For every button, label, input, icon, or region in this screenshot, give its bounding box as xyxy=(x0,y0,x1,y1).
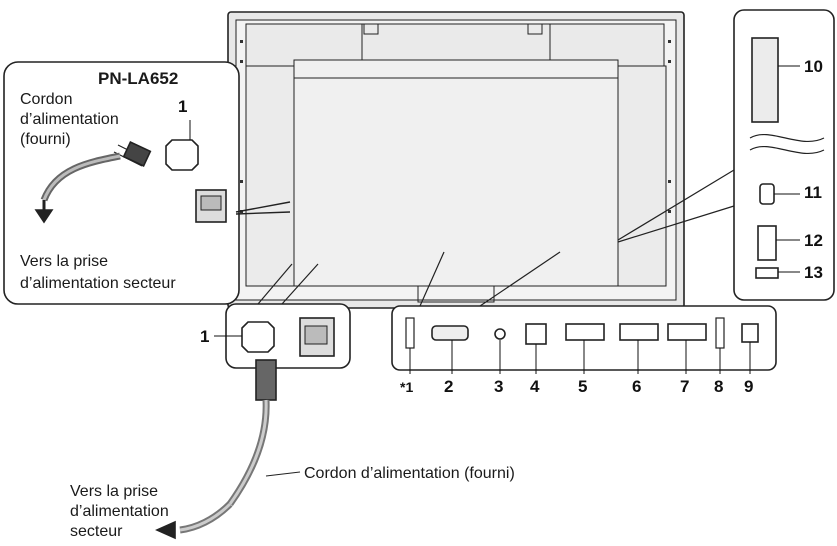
inset-outlet-label-line-2: d’alimentation secteur xyxy=(20,275,176,292)
callout-10: 10 xyxy=(804,57,823,76)
inset-outlet-label-line-1: Vers la prise xyxy=(20,253,108,270)
monitor-rear xyxy=(227,11,685,309)
inset-cord-label-line-1: Cordon xyxy=(20,91,72,108)
main-outlet-label-line-2: d’alimentation xyxy=(70,503,169,520)
main-outlet-label-line-1: Vers la prise xyxy=(70,483,158,500)
callout-6: 6 xyxy=(632,377,641,396)
callout-11: 11 xyxy=(804,183,822,202)
callout-leaders xyxy=(189,65,800,374)
model-label: PN-LA652 xyxy=(98,69,178,88)
ac-inlet-inset xyxy=(155,263,351,540)
main-cord-label: Cordon d’alimentation (fourni) xyxy=(304,465,515,482)
callout-13: 13 xyxy=(804,263,823,282)
callout-7: 7 xyxy=(680,377,689,396)
callout-8: 8 xyxy=(714,377,723,396)
main-outlet-label-line-3: secteur xyxy=(70,523,123,540)
callout-inset-ac-inlet: 1 xyxy=(178,97,187,116)
side-panel-inset xyxy=(617,9,835,301)
callout-4: 4 xyxy=(530,377,540,396)
callout-3: 3 xyxy=(494,377,503,396)
model-inset xyxy=(3,61,291,305)
callout-5: 5 xyxy=(578,377,587,396)
callout-2: 2 xyxy=(444,377,453,396)
callout-main-ac-inlet: 1 xyxy=(200,327,209,346)
callout-bottom-first: *1 xyxy=(400,379,413,395)
callout-9: 9 xyxy=(744,377,753,396)
inset-cord-label-line-2: d’alimentation xyxy=(20,111,119,128)
inset-cord-label-line-3: (fourni) xyxy=(20,131,71,148)
callout-12: 12 xyxy=(804,231,823,250)
